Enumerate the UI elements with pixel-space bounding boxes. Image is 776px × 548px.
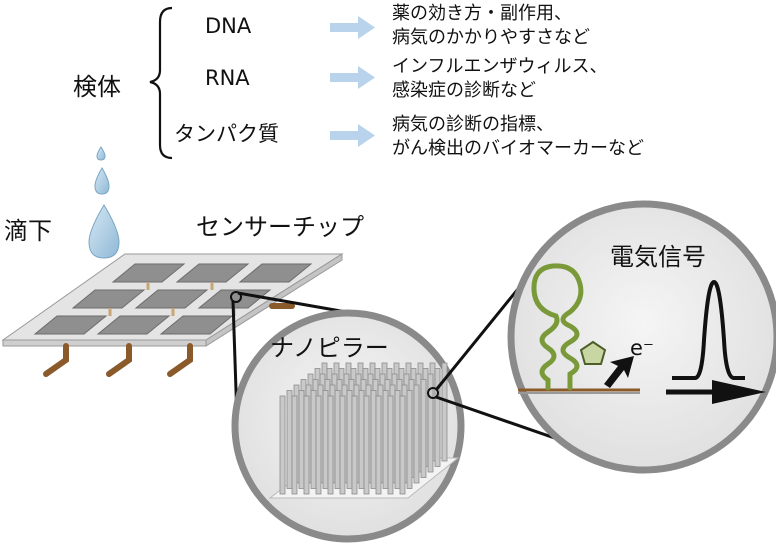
nanopillar [286,390,293,489]
nanopillar [303,395,310,495]
nanopillar [420,379,427,478]
droplet-icon [88,146,120,259]
nanopillar [363,395,370,495]
specimen-brace [149,6,173,160]
nanopillar [315,395,322,495]
electron-arrow-icon [604,356,634,388]
nanopillar [279,395,286,495]
nanopillar [394,390,401,489]
nanopillar [413,384,420,484]
sensor-chip [1,253,344,377]
nanopillar [399,395,406,495]
arrow-protein [330,124,375,147]
specimen-dna: DNA [205,14,252,38]
arrow-rna [330,66,375,89]
specimen-rna: RNA [205,66,250,90]
signal-peak [672,279,745,380]
specimen-label: 検体 [73,73,121,101]
aptamer-strand [531,263,584,391]
arrow-dna [330,16,375,39]
nanopillar [375,395,382,495]
dna-use-line1: 薬の効き方・副作用、 [392,3,572,24]
dna-use-line2: 病気のかかりやすさなど [392,27,590,48]
nanopillar [351,395,358,495]
nanopillar [310,390,317,489]
signal-title: 電気信号 [610,243,706,271]
protein-use-line2: がん検出のバイオマーカーなど [392,138,644,159]
electron-label: e⁻ [630,336,655,360]
nanopillar [298,390,305,489]
rna-use-line2: 感染症の診断など [392,80,536,101]
nanopillar [339,395,346,495]
nanopillar [370,390,377,489]
nanopillar [382,390,389,489]
nanopillar [346,390,353,489]
zoom-origin-chip [230,291,242,303]
target-molecule [579,340,607,365]
time-axis-arrowhead [712,380,766,404]
specimen-protein: タンパク質 [174,122,279,146]
signal-zoom-circle [507,200,776,474]
nanopillar [334,390,341,489]
sensor-chip-label: センサーチップ [196,213,364,241]
nanopillar [406,390,413,489]
nanopillar [427,373,434,473]
drop-label: 滴下 [4,217,52,245]
zoom-origin-pillar [427,387,439,399]
nanopillar-label: ナノピラー [270,334,389,362]
nanopillar [387,395,394,495]
nanopillar [434,368,441,467]
rna-use-line1: インフルエンザウィルス、 [392,56,608,77]
nanopillar [291,395,298,495]
nanopillar [441,362,448,462]
nanopillar-array [268,362,460,499]
nanopillar [358,390,365,489]
protein-use-line1: 病気の診断の指標、 [392,114,554,135]
nanopillar [322,390,329,489]
nanopillar [327,395,334,495]
